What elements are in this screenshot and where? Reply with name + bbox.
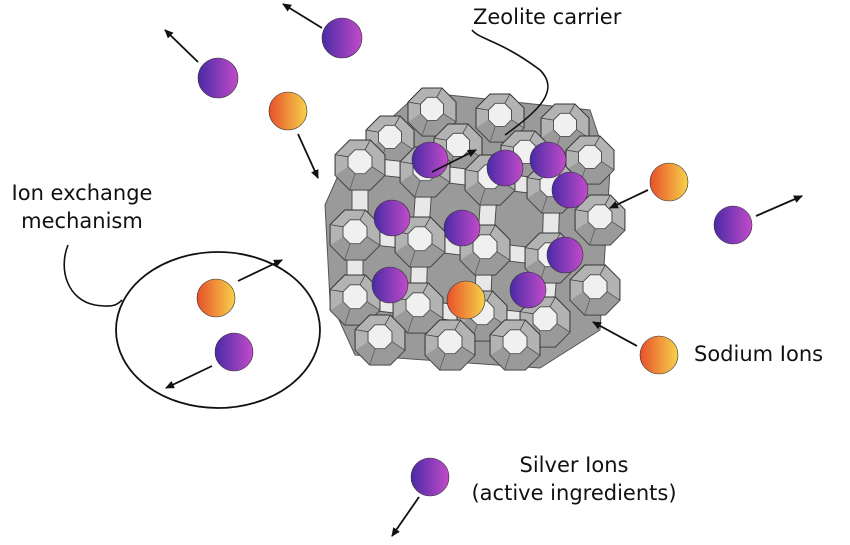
zeolite-inner-ions bbox=[371, 141, 589, 320]
silver-ion-icon bbox=[529, 141, 567, 179]
silver-ion-icon bbox=[371, 266, 409, 304]
zeolite-cage bbox=[489, 319, 541, 371]
arrow-icon bbox=[165, 365, 213, 389]
arrows bbox=[164, 3, 803, 537]
silver-ion-icon bbox=[713, 205, 753, 245]
silver-ion-icon bbox=[197, 57, 239, 99]
arrow-icon bbox=[609, 189, 649, 209]
silver-ion-icon bbox=[443, 209, 481, 247]
silver-ions-label-line2: (active ingredients) bbox=[471, 481, 677, 505]
silver-ion-icon bbox=[411, 141, 449, 179]
silver-ion-icon bbox=[410, 457, 450, 497]
zeolite-cage bbox=[392, 282, 444, 334]
arrow-icon bbox=[431, 149, 477, 173]
zeolite-cage bbox=[354, 314, 406, 366]
arrow-icon bbox=[297, 133, 319, 179]
sodium-ion-icon bbox=[268, 91, 308, 131]
free-ions bbox=[196, 17, 753, 497]
arrow-icon bbox=[164, 29, 199, 63]
ion-exchange-label-line2: mechanism bbox=[21, 209, 143, 233]
zeolite-cage bbox=[424, 319, 476, 371]
silver-ion-icon bbox=[546, 236, 584, 274]
arrow-icon bbox=[282, 3, 323, 29]
arrow-icon bbox=[391, 496, 420, 537]
zeolite-cage bbox=[329, 209, 381, 261]
silver-ion-icon bbox=[321, 17, 363, 59]
silver-ions-label-line1: Silver Ions bbox=[519, 453, 629, 477]
silver-ion-icon bbox=[486, 149, 524, 187]
zeolite-cage bbox=[334, 139, 386, 191]
ion-exchange-leader-line bbox=[63, 244, 123, 307]
sodium-ion-icon bbox=[649, 162, 689, 202]
silver-ion-icon bbox=[509, 271, 547, 309]
sodium-ion-icon bbox=[639, 335, 679, 375]
zeolite-cage bbox=[569, 264, 621, 316]
silver-ion-icon bbox=[373, 199, 411, 237]
ion-exchange-label-line1: Ion exchange bbox=[11, 181, 153, 205]
silver-ion-icon bbox=[214, 332, 254, 372]
zeolite-cage bbox=[329, 274, 381, 326]
zeolite-carrier-label: Zeolite carrier bbox=[473, 5, 622, 29]
zeolite-cage bbox=[574, 194, 626, 246]
sodium-ion-icon bbox=[446, 280, 486, 320]
arrow-icon bbox=[592, 321, 638, 347]
zeolite-leader-line bbox=[471, 29, 549, 136]
sodium-ions-label: Sodium Ions bbox=[694, 342, 824, 366]
arrow-icon bbox=[755, 195, 803, 217]
zeolite-cages bbox=[329, 87, 626, 371]
ion-exchange-ellipse bbox=[115, 251, 321, 409]
zeolite-carrier-structure bbox=[324, 87, 626, 371]
silver-ion-icon bbox=[551, 171, 589, 209]
arrow-icon bbox=[237, 259, 283, 282]
sodium-ion-icon bbox=[196, 278, 236, 318]
